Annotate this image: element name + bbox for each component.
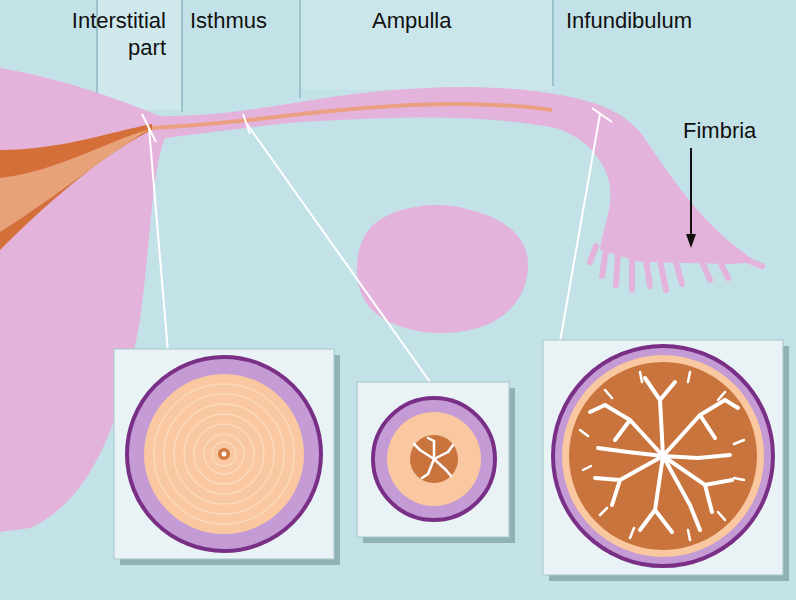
uterine-wall-layer — [0, 129, 150, 232]
uterine-wall-layer — [0, 124, 152, 250]
lumen-folds — [414, 438, 453, 478]
part-label: Ampulla — [372, 7, 542, 34]
serosa-ring — [127, 357, 321, 551]
lumen-folds — [590, 378, 738, 532]
serosa-ring — [553, 346, 773, 566]
lumen — [222, 452, 227, 457]
arrow-head — [686, 234, 696, 248]
pointer-arrow — [690, 148, 692, 236]
mucosa — [410, 435, 458, 483]
muscle-layer — [562, 355, 764, 557]
divider-line — [181, 0, 183, 112]
section-box — [357, 382, 509, 537]
divider-line — [299, 0, 301, 98]
muscle-rings — [154, 384, 294, 524]
divider-line — [552, 0, 554, 86]
part-label: Interstitial part — [30, 7, 166, 61]
muscle-layer — [387, 412, 481, 506]
fimbriae — [590, 246, 762, 290]
leader-line — [142, 108, 612, 382]
mucosa — [218, 448, 230, 460]
fold-fringe — [580, 372, 744, 540]
serosa-ring — [373, 398, 495, 520]
header-panel — [300, 0, 553, 90]
muscle-layer — [144, 374, 304, 534]
part-label: Isthmus — [190, 7, 294, 34]
tube-lumen — [152, 104, 552, 128]
part-label: Fimbria — [683, 117, 783, 144]
section-box — [543, 340, 783, 575]
section-box — [114, 349, 334, 559]
part-label: Infundibulum — [566, 7, 766, 34]
mucosa — [569, 362, 757, 550]
